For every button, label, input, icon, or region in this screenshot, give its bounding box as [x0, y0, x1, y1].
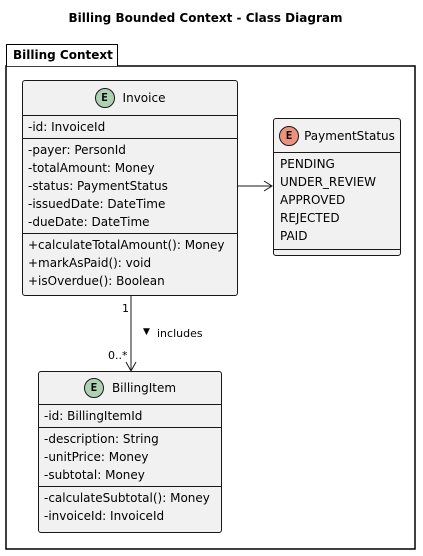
enum-value: UNDER_REVIEW — [280, 175, 377, 189]
payment-status-name: PaymentStatus — [304, 128, 395, 143]
diagram-title: Billing Bounded Context - Class Diagram — [68, 11, 343, 25]
billing-item-fields-section: -description: String -unitPrice: Money -… — [39, 428, 221, 486]
invoice-methods-section: +calculateTotalAmount(): Money +markAsPa… — [23, 234, 237, 292]
enum-value: APPROVED — [280, 193, 346, 207]
association-arrowhead — [263, 180, 273, 192]
source-multiplicity: 1 — [122, 302, 129, 315]
invoice-method: +markAsPaid(): void — [28, 256, 152, 270]
target-multiplicity: 0..* — [108, 349, 128, 362]
billing-item-class-box: E BillingItem -id: BillingItemId -descri… — [38, 371, 222, 533]
invoice-class-box: E Invoice -id: InvoiceId -payer: PersonI… — [22, 80, 238, 296]
invoice-field: -totalAmount: Money — [28, 161, 155, 175]
invoice-field: -payer: PersonId — [28, 143, 126, 157]
invoice-field: -status: PaymentStatus — [28, 179, 168, 193]
invoice-fields-section: -payer: PersonId -totalAmount: Money -st… — [23, 139, 237, 233]
invoice-id-field: -id: InvoiceId — [28, 120, 106, 134]
package-tab: Billing Context — [6, 44, 118, 66]
enum-icon: E — [279, 125, 300, 146]
invoice-method: +calculateTotalAmount(): Money — [28, 238, 225, 252]
enum-value: REJECTED — [280, 211, 340, 225]
enum-value: PAID — [280, 229, 308, 243]
invoice-field: -dueDate: DateTime — [28, 215, 150, 229]
invoice-class-name: Invoice — [122, 91, 166, 105]
payment-status-enum-box: E PaymentStatus PENDING UNDER_REVIEW APP… — [273, 118, 401, 256]
invoice-field: -issuedDate: DateTime — [28, 197, 166, 211]
entity-icon: E — [94, 88, 115, 108]
billing-item-id-section: -id: BillingItemId — [39, 405, 221, 427]
enum-value: PENDING — [280, 157, 335, 171]
billing-item-method: -invoiceId: InvoiceId — [44, 509, 165, 523]
package-frame — [5, 65, 416, 550]
payment-status-values: PENDING UNDER_REVIEW APPROVED REJECTED P… — [274, 153, 400, 249]
billing-item-method: -calculateSubtotal(): Money — [44, 491, 210, 505]
direction-arrow-icon: ▼ — [143, 327, 150, 337]
entity-icon: E — [83, 378, 104, 398]
relation-label: includes — [157, 327, 203, 340]
billing-item-field: -unitPrice: Money — [44, 450, 149, 464]
billing-item-methods-section: -calculateSubtotal(): Money -invoiceId: … — [39, 487, 221, 527]
billing-item-field: -subtotal: Money — [44, 468, 145, 482]
billing-item-field: -description: String — [44, 432, 159, 446]
billing-item-id-field: -id: BillingItemId — [44, 409, 143, 423]
billing-item-class-name: BillingItem — [111, 381, 177, 395]
invoice-method: +isOverdue(): Boolean — [28, 274, 165, 288]
invoice-id-section: -id: InvoiceId — [23, 116, 237, 138]
